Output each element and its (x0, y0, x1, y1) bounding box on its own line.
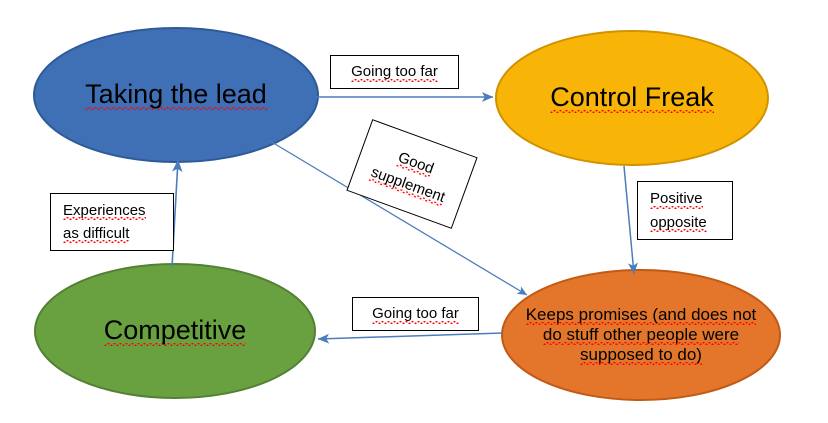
connector-keeps-promises-to-competitive[interactable] (317, 332, 504, 344)
connector-lead-to-keeps-promises[interactable] (269, 140, 528, 296)
edge-label-going-too-far-top[interactable]: Going too far (330, 55, 459, 89)
edge-label-going-too-far-bottom[interactable]: Going too far (352, 297, 479, 331)
connector-control-freak-to-keeps-promises[interactable] (623, 165, 638, 275)
